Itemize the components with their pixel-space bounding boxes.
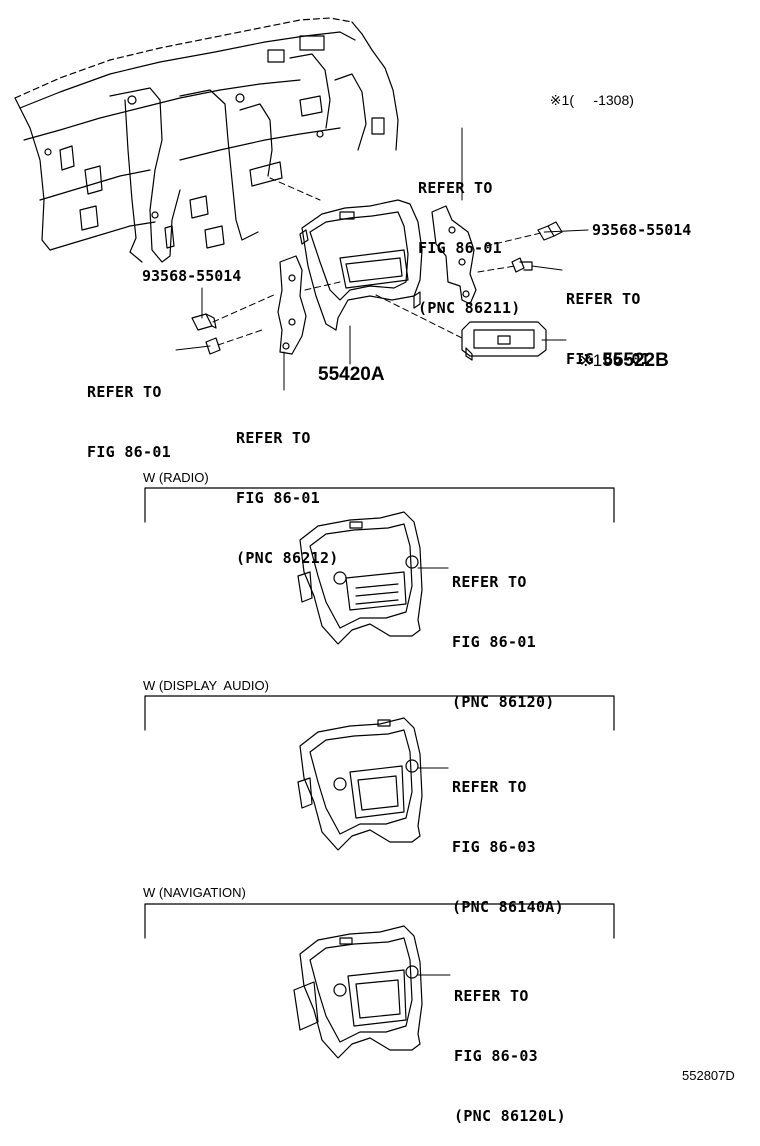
- screw-right-icon: [511, 257, 533, 273]
- refer-line: REFER TO: [418, 179, 493, 197]
- refer-line: REFER TO: [236, 429, 311, 447]
- screw-left-icon: [205, 337, 221, 355]
- center-cluster-panel-illustration: [299, 199, 423, 331]
- refer-line: FIG 86-01: [418, 239, 502, 257]
- part-number-bolt-left: 93568-55014: [142, 267, 242, 285]
- footnote-mark: ※1: [549, 92, 570, 108]
- part-number-panel: 55420A: [318, 364, 385, 385]
- variant-caption-radio: W (RADIO): [143, 470, 209, 485]
- variant-frame-lines: [144, 487, 615, 939]
- bracket-right-illustration: [431, 205, 477, 305]
- refer-line: FIG 86-01: [236, 489, 320, 507]
- part-number-switch-text: 55522B: [602, 350, 669, 371]
- refer-line: (PNC 86120L): [454, 1107, 566, 1125]
- leader-lines: [175, 127, 589, 976]
- exploded-parts-diagram: [14, 17, 615, 1059]
- bracket-left-illustration: [277, 255, 307, 355]
- refer-line: FIG 86-01: [566, 350, 650, 368]
- refer-line: FIG 86-03: [452, 838, 536, 856]
- part-number-switch: ※155522B: [568, 328, 669, 372]
- refer-label-bottom-left: REFER TO FIG 86-01 (PNC 86212): [236, 388, 339, 588]
- refer-line: REFER TO: [452, 573, 527, 591]
- refer-line: FIG 86-01: [452, 633, 536, 651]
- refer-line: REFER TO: [87, 383, 162, 401]
- variant-caption-navigation: W (NAVIGATION): [143, 885, 246, 900]
- part-number-bolt-right: 93568-55014: [592, 221, 692, 239]
- refer-line: REFER TO: [454, 987, 529, 1005]
- refer-label-right-small: REFER TO FIG 86-01: [566, 249, 650, 389]
- refer-line: (PNC 86211): [418, 299, 521, 317]
- refer-label-navigation: REFER TO FIG 86-03 (PNC 86120L): [454, 946, 566, 1146]
- variant-caption-display-audio: W (DISPLAY AUDIO): [143, 678, 269, 693]
- refer-line: REFER TO: [566, 290, 641, 308]
- refer-line: (PNC 86212): [236, 549, 339, 567]
- footnote-range-text: ( -1308): [569, 92, 634, 108]
- refer-line: REFER TO: [452, 778, 527, 796]
- variant-navigation-illustration: [293, 925, 423, 1059]
- refer-label-top-right: REFER TO FIG 86-01 (PNC 86211): [418, 138, 521, 338]
- refer-label-left-small: REFER TO FIG 86-01: [87, 342, 171, 482]
- refer-line: (PNC 86120): [452, 693, 555, 711]
- footnote-range: ※1( -1308): [542, 76, 634, 108]
- bolt-left-icon: [191, 313, 217, 331]
- variant-radio-illustration: [297, 511, 423, 645]
- refer-label-radio: REFER TO FIG 86-01 (PNC 86120): [452, 532, 555, 732]
- bolt-right-icon: [537, 221, 563, 241]
- refer-line: FIG 86-03: [454, 1047, 538, 1065]
- instrument-panel-frame-illustration: [14, 17, 399, 263]
- figure-id: 552807D: [682, 1068, 735, 1083]
- refer-label-display-audio: REFER TO FIG 86-03 (PNC 86140A): [452, 737, 564, 937]
- footnote-mark: ※1: [578, 351, 603, 370]
- refer-line: (PNC 86140A): [452, 898, 564, 916]
- refer-line: FIG 86-01: [87, 443, 171, 461]
- switch-assembly-illustration: [461, 321, 547, 361]
- variant-display-audio-illustration: [297, 717, 423, 851]
